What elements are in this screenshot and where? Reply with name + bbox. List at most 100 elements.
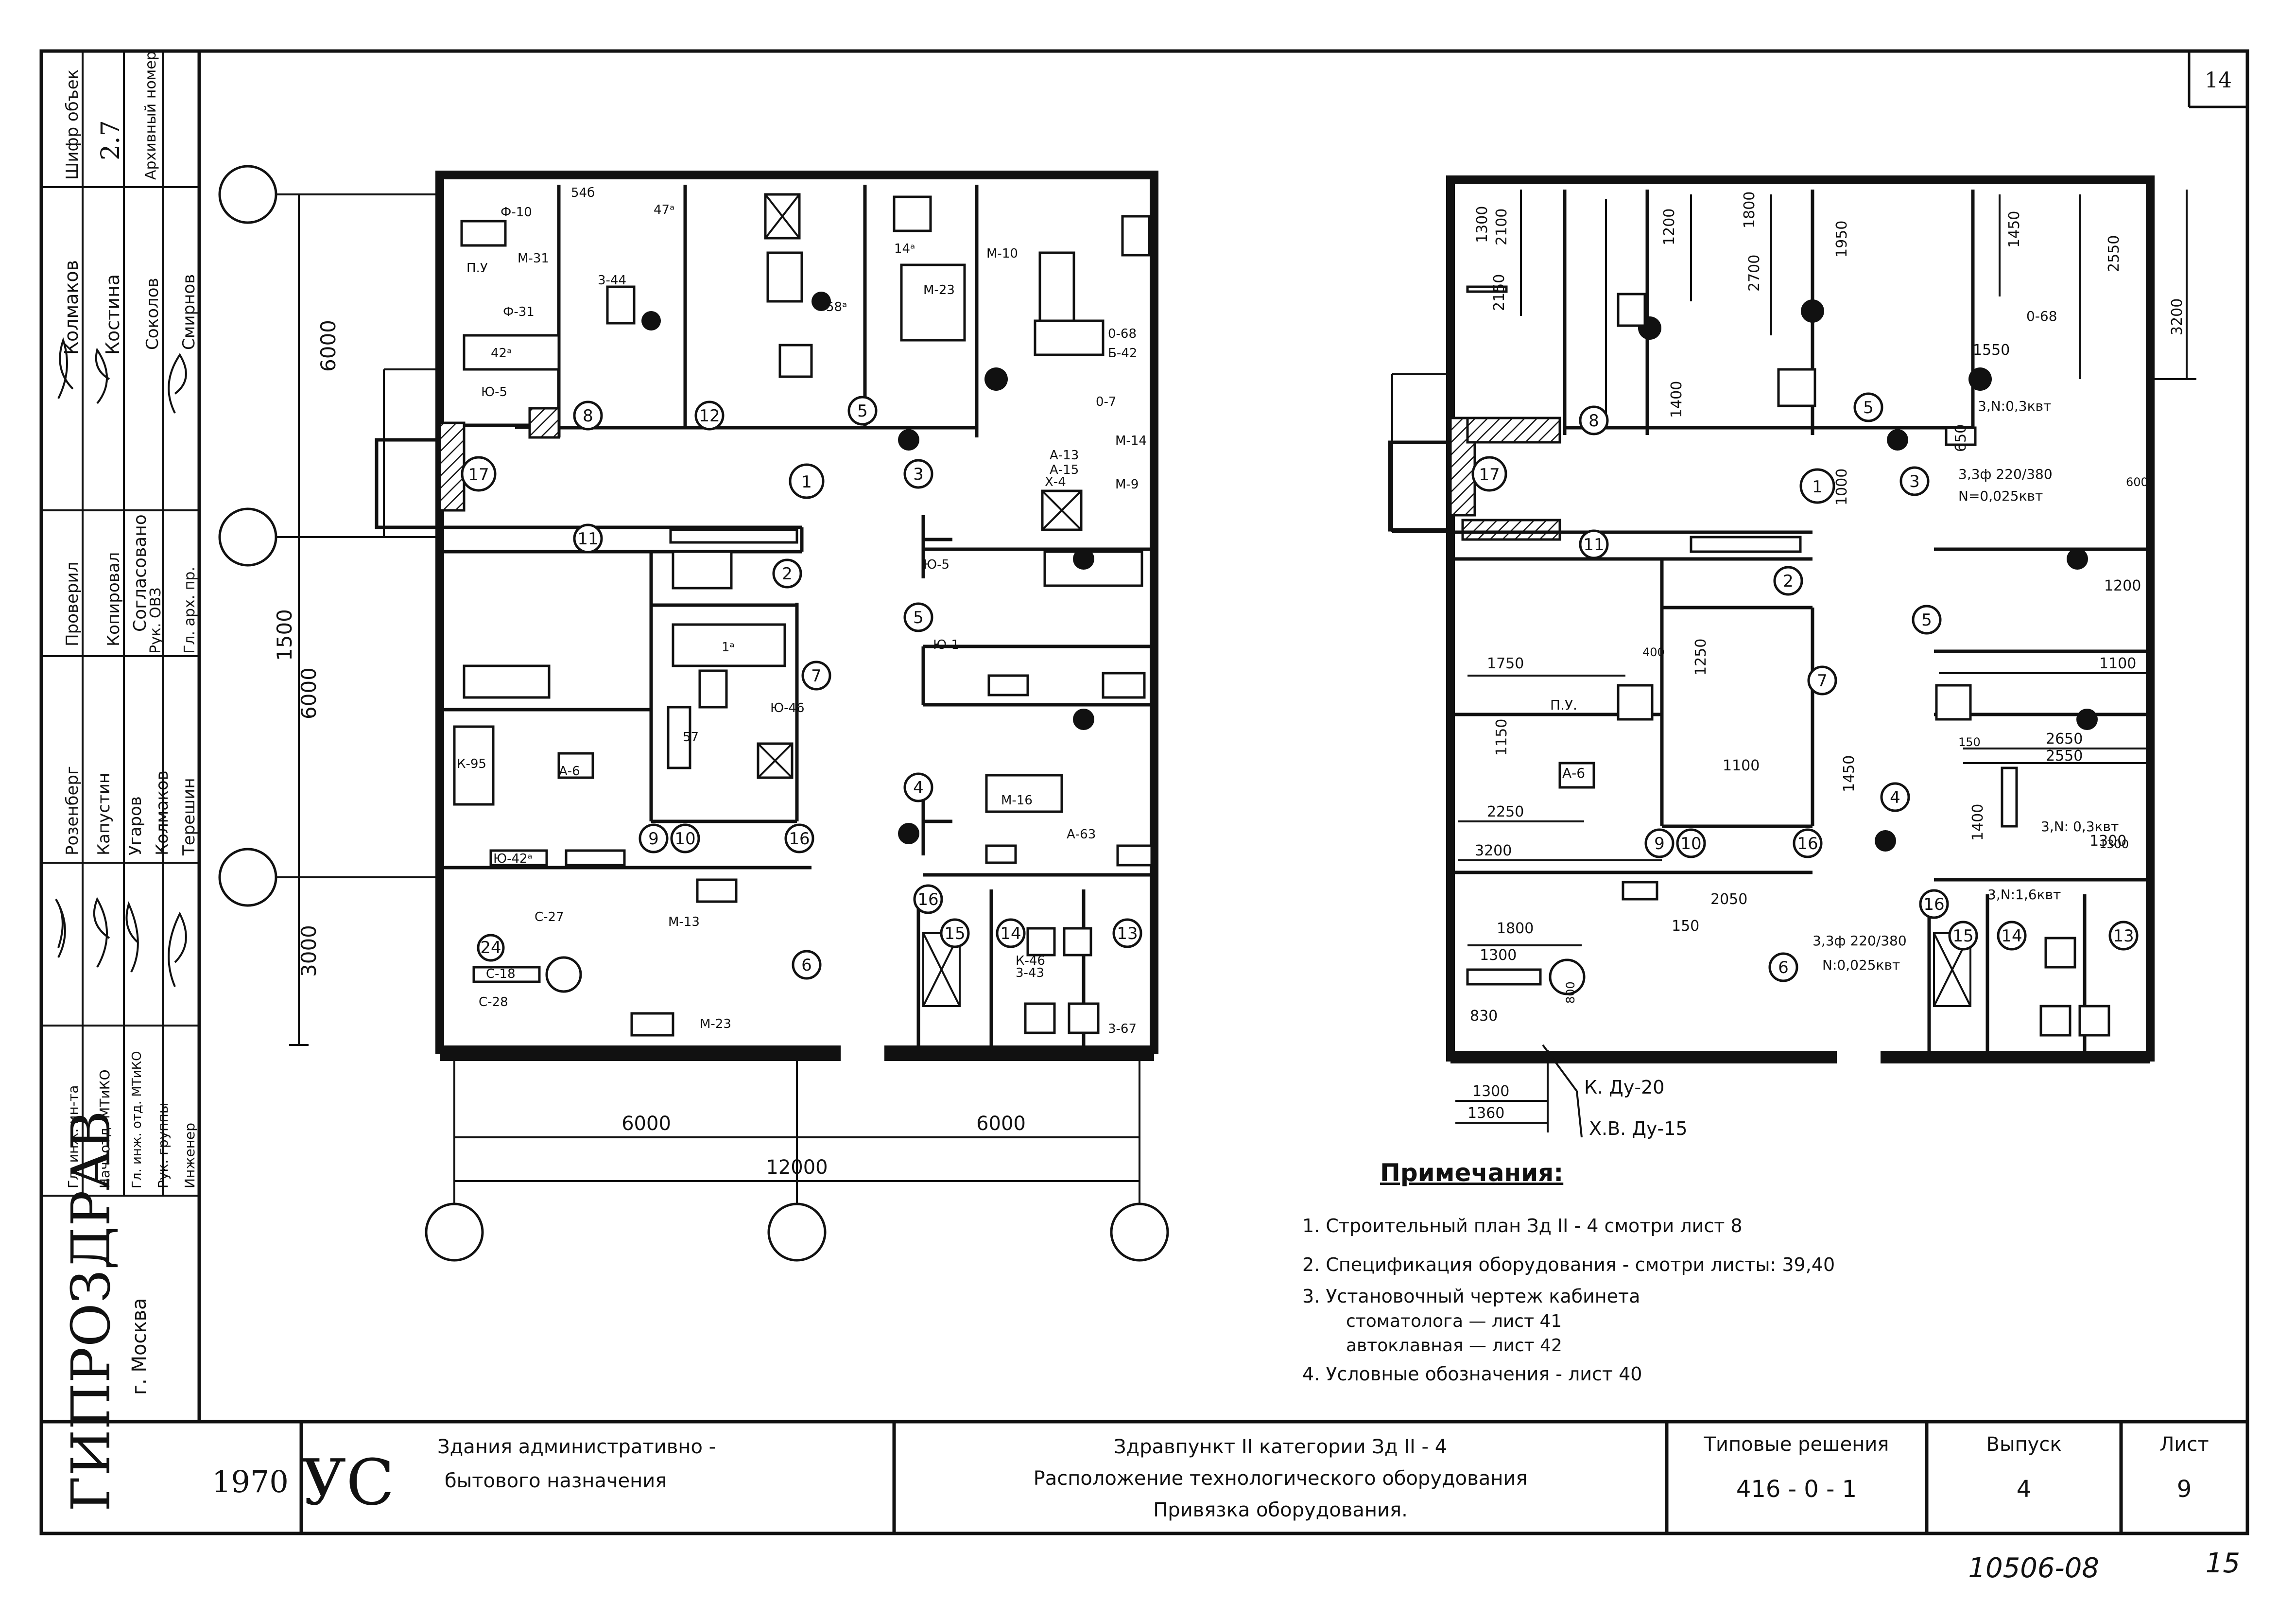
equipment-label: 3-44 bbox=[598, 273, 626, 288]
pipe-label: К. Ду-20 bbox=[1584, 1077, 1664, 1098]
room-number: 2 bbox=[1783, 572, 1794, 591]
equipment-label: А-63 bbox=[1067, 827, 1096, 842]
dim-label: 400 bbox=[1642, 645, 1665, 659]
equipment-label: Х-4 bbox=[1045, 475, 1066, 489]
equipment-label: С-18 bbox=[486, 967, 516, 981]
equipment-symbols bbox=[453, 193, 1153, 1037]
room-number: 16 bbox=[917, 890, 938, 909]
room-number: 4 bbox=[913, 778, 924, 798]
axis-bubble bbox=[218, 848, 277, 907]
dim-label: 150 bbox=[1958, 735, 1981, 749]
dim-label: 1400 bbox=[1969, 804, 1986, 841]
room-number: 7 bbox=[811, 666, 822, 686]
title-line1: Здравпункт II категории Зд II - 4 bbox=[1114, 1436, 1447, 1458]
dim-label: 1300 bbox=[2099, 837, 2129, 851]
room-number: 17 bbox=[468, 465, 489, 485]
dim-label: 1450 bbox=[2006, 211, 2023, 248]
person-name: Терешин bbox=[179, 778, 199, 856]
axis-bubble bbox=[1110, 1202, 1169, 1262]
dim-label: 1450 bbox=[1841, 755, 1858, 792]
equipment-label: Ю-46 bbox=[770, 701, 805, 715]
person-role: Гл. инж. отд. МТиКО bbox=[130, 1051, 144, 1188]
equipment-label: С-28 bbox=[479, 995, 508, 1010]
equipment-label: Ф-10 bbox=[501, 205, 532, 220]
dim-label: 1100 bbox=[1723, 757, 1760, 774]
dim-label: 2550 bbox=[2106, 235, 2123, 272]
checked-label: Проверил bbox=[63, 562, 82, 646]
dim-label: 2650 bbox=[2046, 731, 2083, 748]
equipment-label: 57 bbox=[683, 730, 699, 745]
dim-label: 600 bbox=[2126, 475, 2148, 489]
equipment-label: 0-68 bbox=[2026, 308, 2057, 324]
room-markers: 1 2 3 4 5 5 6 7 8 9 10 11 12 13 14 15 16… bbox=[461, 396, 1142, 980]
series-value: 416 - 0 - 1 bbox=[1736, 1476, 1857, 1503]
cipher-value: 2.7 bbox=[96, 120, 125, 160]
room-number: 8 bbox=[583, 406, 593, 426]
room-number: 16 bbox=[789, 829, 810, 849]
room-number: 15 bbox=[1952, 926, 1973, 946]
org-name: ГИПРОЗДРАВ bbox=[60, 1111, 122, 1512]
org-city: г. Москва bbox=[128, 1298, 151, 1395]
bottom-page: 15 bbox=[2206, 1548, 2240, 1579]
equipment-label: 14ᵃ bbox=[894, 242, 915, 256]
equipment-label: Ю-1 bbox=[933, 638, 959, 652]
power-label: 3,N:0,3квт bbox=[1978, 398, 2051, 414]
building-type-line1: Здания административно - bbox=[437, 1436, 716, 1458]
equipment-label: А-13 bbox=[1050, 448, 1079, 463]
dim-label: 2100 bbox=[1493, 209, 1510, 245]
dim-label: 1000 bbox=[1833, 469, 1850, 505]
equipment-label: А-15 bbox=[1050, 463, 1079, 477]
person-role: Рук. группы bbox=[155, 1103, 171, 1188]
equipment-label: 47ᵃ bbox=[654, 203, 674, 217]
copied-label: Копировал bbox=[104, 552, 123, 646]
dim-label: 1300 bbox=[1474, 206, 1491, 243]
dim-label: 6000 bbox=[297, 667, 321, 719]
dim-label: 830 bbox=[1470, 1008, 1498, 1025]
room-number: 16 bbox=[1923, 895, 1944, 914]
dim-label: 3000 bbox=[297, 925, 321, 977]
axis-bubble bbox=[767, 1202, 827, 1262]
dim-label: 800 bbox=[1564, 981, 1577, 1004]
equipment-label: 54б bbox=[571, 186, 595, 200]
dim-label: 2050 bbox=[1710, 891, 1747, 908]
equipment-label: К-95 bbox=[457, 757, 486, 771]
ovz-name: Соколов bbox=[143, 278, 162, 350]
room-number: 7 bbox=[1817, 671, 1828, 691]
equipment-label: Ф-31 bbox=[503, 305, 535, 319]
power-label: N=0,025квт bbox=[1958, 488, 2043, 504]
equipment-label: Ю-42ᵃ bbox=[493, 852, 533, 866]
right-floor-plan: 1 2 3 4 5 5 6 7 8 9 10 11 13 14 15 16 16… bbox=[1388, 175, 2196, 1139]
room-number: 15 bbox=[944, 924, 965, 943]
room-number: 8 bbox=[1588, 411, 1599, 431]
room-number: 5 bbox=[913, 608, 924, 627]
equipment-label: П.У. bbox=[1550, 697, 1577, 713]
dim-label: 1250 bbox=[1692, 639, 1709, 676]
side-stamp: Шифр объек 2.7 Архивный номер Колмаков К… bbox=[41, 51, 199, 1512]
dim-label: 1500 bbox=[273, 609, 296, 661]
pipe-label: Х.В. Ду-15 bbox=[1589, 1118, 1688, 1139]
equipment-label: Б-42 bbox=[1108, 346, 1137, 361]
right-room-markers: 1 2 3 4 5 5 6 7 8 9 10 11 13 14 15 16 16… bbox=[1471, 392, 2139, 982]
equipment-label: 0-68 bbox=[1108, 327, 1137, 341]
note-item: стоматолога — лист 41 bbox=[1346, 1311, 1562, 1331]
issue-value: 4 bbox=[2017, 1476, 2032, 1503]
room-number: 3 bbox=[1909, 472, 1920, 491]
series-label: Типовые решения bbox=[1704, 1433, 1889, 1456]
room-number: 13 bbox=[2113, 926, 2134, 946]
copied-name: Костина bbox=[102, 274, 123, 355]
ovz-label: Рук. ОВЗ bbox=[147, 588, 164, 654]
sheet-frame: 14 bbox=[39, 49, 2249, 1535]
room-number: 11 bbox=[577, 529, 598, 549]
dim-label: 3200 bbox=[1475, 842, 1512, 859]
room-number: 1 bbox=[1812, 477, 1823, 497]
equipment-label: М-9 bbox=[1115, 477, 1139, 492]
arch-label: Гл. арх. пр. bbox=[181, 567, 198, 654]
person-role: Гл. инж. ин-та bbox=[65, 1085, 81, 1188]
note-item: 1. Строительный план Зд II - 4 смотри ли… bbox=[1302, 1215, 1743, 1236]
title-line2: Расположение технологического оборудован… bbox=[1034, 1467, 1528, 1490]
room-number: 10 bbox=[674, 829, 695, 849]
room-number: 5 bbox=[1921, 610, 1932, 630]
right-dimension-lines bbox=[1455, 190, 2196, 1138]
equipment-label: К-46 bbox=[1016, 954, 1045, 968]
room-number: 9 bbox=[648, 829, 659, 849]
